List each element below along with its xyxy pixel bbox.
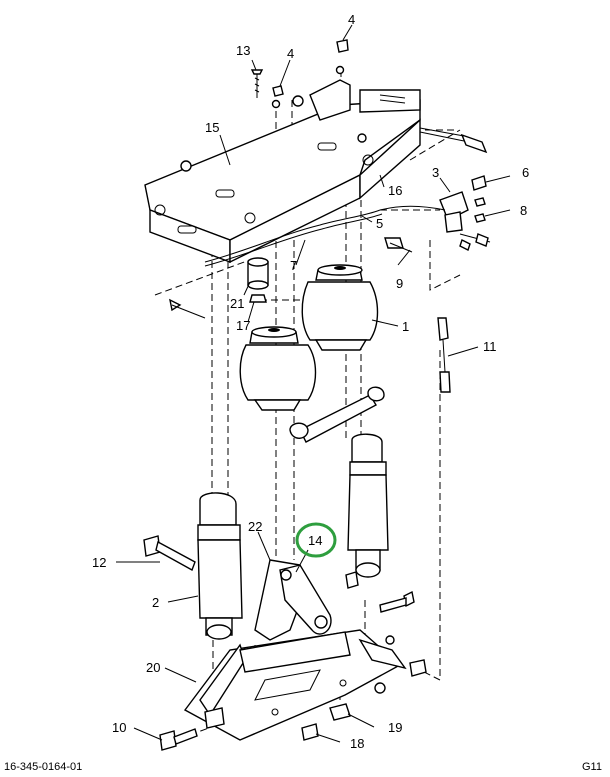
air-spring-right	[301, 264, 379, 351]
callout-4b[interactable]: 4	[348, 12, 355, 27]
sheet-code: G11	[582, 761, 602, 773]
callout-16[interactable]: 16	[388, 183, 402, 198]
callout-1[interactable]: 1	[402, 319, 409, 334]
callout-15[interactable]: 15	[205, 120, 219, 135]
callout-7[interactable]: 7	[290, 258, 297, 273]
bolt-lower-right	[379, 590, 427, 677]
callout-8[interactable]: 8	[520, 203, 527, 218]
callout-6[interactable]: 6	[522, 165, 529, 180]
air-line	[204, 209, 381, 263]
nut-19	[329, 703, 351, 721]
callout-leaders	[116, 24, 511, 743]
link-rod	[437, 317, 451, 393]
callout-5[interactable]: 5	[376, 216, 383, 231]
shock-absorber-left	[197, 492, 243, 640]
bolt-10	[159, 728, 198, 751]
spacer-and-nut	[247, 257, 269, 303]
air-line-2	[204, 213, 383, 267]
top-fasteners	[169, 39, 488, 319]
lower-hanger	[183, 629, 407, 741]
air-spring-left	[239, 326, 317, 411]
callout-4a[interactable]: 4	[287, 46, 294, 61]
callout-10[interactable]: 10	[112, 720, 126, 735]
bolt-12	[143, 535, 196, 572]
callout-3[interactable]: 3	[432, 165, 439, 180]
drawing-number: 16-345-0164-01	[4, 761, 82, 773]
callout-18[interactable]: 18	[350, 736, 364, 751]
callout-21[interactable]: 21	[230, 296, 244, 311]
callout-19[interactable]: 19	[388, 720, 402, 735]
callout-14[interactable]: 14	[308, 533, 322, 548]
callout-17[interactable]: 17	[236, 318, 250, 333]
torque-arm	[289, 386, 385, 443]
height-control-valve	[379, 175, 491, 251]
nut-18	[301, 723, 319, 741]
highlight-circle	[295, 522, 337, 558]
bracket-arm	[254, 559, 332, 641]
callout-labels: 13 4 4 15 3 6 16 8 5 7 9 21 17 1 11 22 1…	[92, 12, 529, 751]
callout-2[interactable]: 2	[152, 595, 159, 610]
callout-20[interactable]: 20	[146, 660, 160, 675]
callout-12[interactable]: 12	[92, 555, 106, 570]
shock-absorber-right	[345, 433, 389, 589]
callout-11[interactable]: 11	[483, 339, 497, 354]
callout-22[interactable]: 22	[248, 519, 262, 534]
upper-crossmember	[144, 79, 421, 264]
callout-13[interactable]: 13	[236, 43, 250, 58]
callout-9[interactable]: 9	[396, 276, 403, 291]
